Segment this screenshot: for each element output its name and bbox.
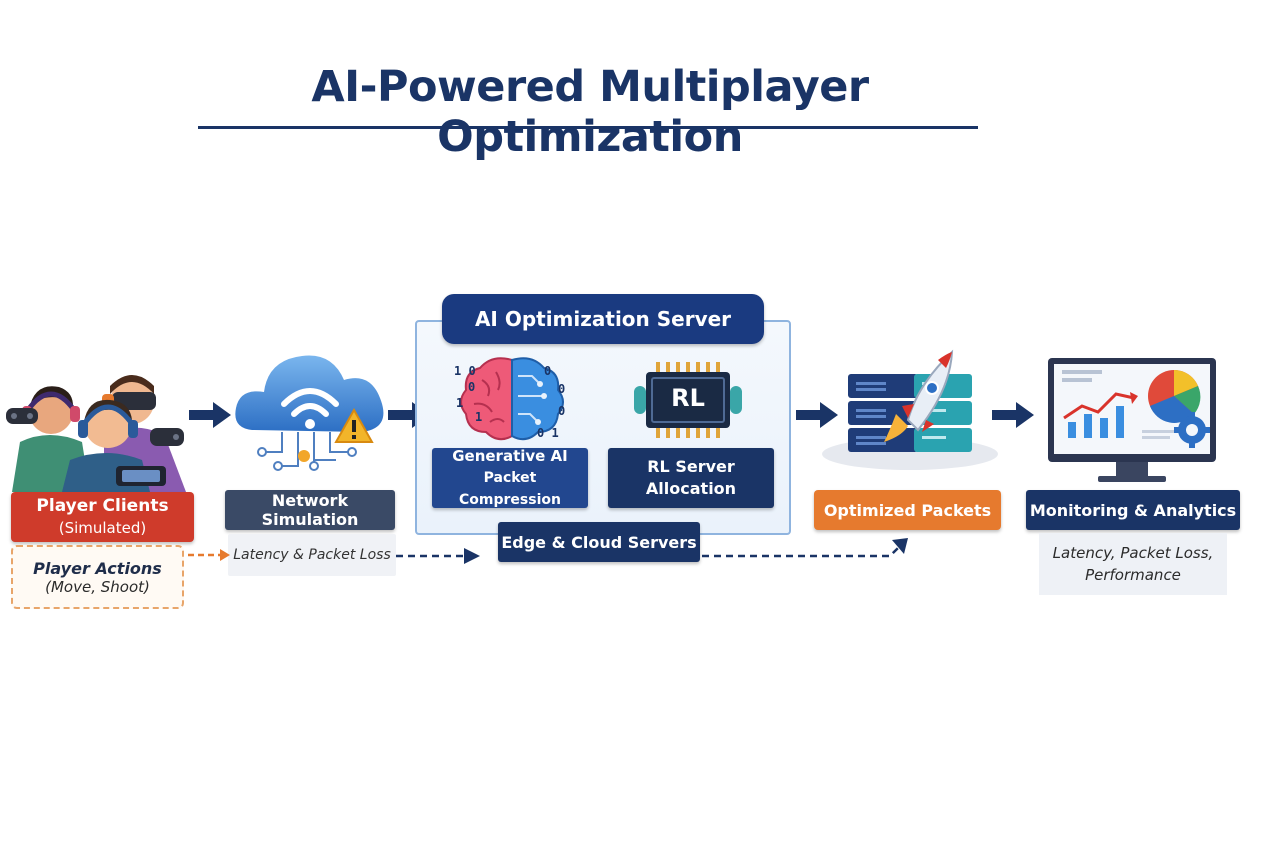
arrow-actions-to-network bbox=[186, 547, 232, 567]
network-simulation-label: Network Simulation bbox=[225, 490, 395, 530]
players-illustration bbox=[4, 342, 194, 492]
network-detail: Latency & Packet Loss bbox=[228, 534, 396, 576]
arrow-optimized-to-monitoring bbox=[990, 400, 1036, 434]
player-actions-box: Player Actions (Move, Shoot) bbox=[11, 545, 184, 609]
brain-icon bbox=[452, 352, 572, 444]
rl-chip-icon bbox=[632, 360, 744, 440]
rl-chip-label: RL bbox=[671, 384, 705, 412]
genai-line2: Packet Compression bbox=[459, 470, 561, 508]
page-title: AI-Powered Multiplayer Optimization bbox=[311, 62, 869, 162]
binary-left-3: 0 bbox=[468, 380, 476, 394]
arrow-players-to-network bbox=[187, 400, 233, 434]
monitoring-analytics-label: Monitoring & Analytics bbox=[1026, 490, 1240, 530]
genai-compression-box: Generative AI Packet Compression bbox=[432, 447, 588, 508]
player-clients-title: Player Clients bbox=[36, 496, 169, 516]
monitoring-detail-line2: Performance bbox=[1085, 566, 1181, 584]
binary-left-2: 1 bbox=[456, 396, 464, 410]
player-clients-label: Player Clients (Simulated) bbox=[11, 492, 194, 542]
analytics-monitor-icon bbox=[1046, 356, 1218, 488]
player-actions-title: Player Actions bbox=[33, 558, 162, 578]
genai-line1: Generative AI bbox=[452, 447, 568, 465]
monitoring-detail: Latency, Packet Loss, Performance bbox=[1039, 533, 1227, 595]
arrow-server-to-optimized bbox=[794, 400, 840, 434]
title-underline bbox=[198, 126, 978, 129]
player-clients-subtitle: (Simulated) bbox=[58, 519, 147, 537]
optimized-packets-label: Optimized Packets bbox=[814, 490, 1001, 530]
arrow-edge-to-optimized bbox=[700, 534, 912, 568]
binary-right-4: 0 1 bbox=[537, 426, 559, 440]
cloud-network-icon bbox=[232, 342, 392, 482]
rl-line1: RL Server bbox=[647, 457, 735, 476]
binary-left-1: 1 0 bbox=[454, 364, 476, 378]
binary-right-2: 0 bbox=[558, 404, 566, 418]
player-actions-detail: (Move, Shoot) bbox=[45, 577, 150, 596]
ai-server-header: AI Optimization Server bbox=[442, 294, 764, 344]
arrow-network-to-edge bbox=[394, 546, 484, 570]
edge-cloud-servers-label: Edge & Cloud Servers bbox=[498, 522, 700, 562]
server-rack-rocket-icon bbox=[818, 344, 1004, 478]
binary-right-3: 0 bbox=[544, 364, 552, 378]
rl-line2: Allocation bbox=[645, 479, 737, 498]
monitoring-detail-line1: Latency, Packet Loss, bbox=[1052, 544, 1214, 562]
rl-allocation-box: RL Server Allocation bbox=[608, 448, 774, 508]
binary-right-1: 0 bbox=[558, 382, 566, 396]
binary-left-4: 1 bbox=[475, 410, 483, 424]
